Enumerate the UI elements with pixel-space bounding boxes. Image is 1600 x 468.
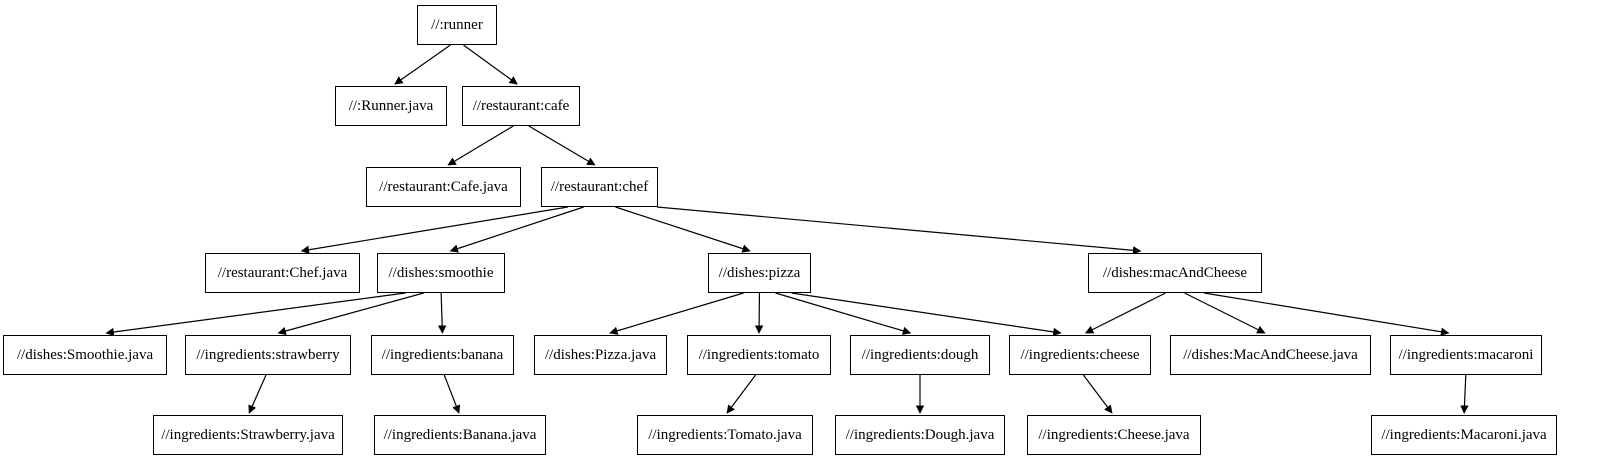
- graph-node-label: //restaurant:Cafe.java: [379, 178, 508, 195]
- graph-edge-chef-to-pizza: [615, 206, 751, 253]
- graph-node-label: //restaurant:chef: [550, 178, 649, 195]
- graph-node-label: //ingredients:Banana.java: [383, 426, 537, 443]
- graph-node-chef_java[interactable]: //restaurant:Chef.java: [205, 253, 360, 293]
- graph-node-label: //dishes:Pizza.java: [544, 346, 657, 363]
- graph-node-label: //dishes:Smoothie.java: [16, 346, 154, 363]
- graph-node-label: //dishes:MacAndCheese.java: [1183, 346, 1358, 363]
- graph-node-cheese[interactable]: //ingredients:cheese: [1009, 335, 1151, 375]
- graph-edge-cheese-to-cheese_java: [1082, 374, 1113, 414]
- graph-edge-chef-to-smoothie: [449, 206, 584, 253]
- graph-node-label: //:Runner.java: [348, 97, 434, 114]
- graph-edge-smoothie-to-smoothie_java: [105, 292, 406, 337]
- graph-node-runner[interactable]: //:runner: [417, 5, 497, 45]
- graph-edge-smoothie-to-strawberry: [277, 292, 424, 336]
- graph-edge-chef-to-chef_java: [300, 206, 568, 254]
- graph-node-dough_java[interactable]: //ingredients:Dough.java: [835, 415, 1005, 455]
- graph-edge-chef-to-macandcheese: [656, 206, 1142, 255]
- graph-edge-runner-to-runner_java: [394, 44, 451, 85]
- graph-node-label: //ingredients:Tomato.java: [648, 426, 802, 443]
- graph-node-macandcheese[interactable]: //dishes:macAndCheese: [1088, 253, 1262, 293]
- graph-edge-macaroni-to-macaroni_java: [1460, 374, 1469, 414]
- graph-node-banana_java[interactable]: //ingredients:Banana.java: [374, 415, 546, 455]
- graph-edge-cafe-to-chef: [528, 125, 596, 166]
- graph-node-cafe_java[interactable]: //restaurant:Cafe.java: [366, 167, 521, 207]
- graph-node-label: //dishes:smoothie: [388, 264, 494, 281]
- graph-node-label: //restaurant:cafe: [472, 97, 570, 114]
- graph-edge-banana-to-banana_java: [443, 374, 461, 414]
- graph-edge-cafe-to-cafe_java: [447, 125, 514, 166]
- graph-node-label: //dishes:macAndCheese: [1102, 264, 1248, 281]
- graph-node-dough[interactable]: //ingredients:dough: [850, 335, 990, 375]
- graph-node-strawberry_java[interactable]: //ingredients:Strawberry.java: [153, 415, 343, 455]
- graph-edge-tomato-to-tomato_java: [726, 374, 757, 414]
- edge-group: [105, 44, 1469, 414]
- graph-edge-pizza-to-cheese: [791, 292, 1062, 337]
- graph-node-cheese_java[interactable]: //ingredients:Cheese.java: [1027, 415, 1201, 455]
- graph-node-label: //ingredients:Strawberry.java: [161, 426, 335, 443]
- graph-node-cafe[interactable]: //restaurant:cafe: [462, 86, 580, 126]
- graph-node-runner_java[interactable]: //:Runner.java: [335, 86, 447, 126]
- graph-node-pizza[interactable]: //dishes:pizza: [708, 253, 811, 293]
- graph-node-macaroni[interactable]: //ingredients:macaroni: [1390, 335, 1542, 375]
- graph-node-macandcheese_java[interactable]: //dishes:MacAndCheese.java: [1170, 335, 1371, 375]
- graph-edge-pizza-to-pizza_java: [609, 292, 744, 335]
- graph-node-tomato_java[interactable]: //ingredients:Tomato.java: [637, 415, 813, 455]
- graph-edge-macandcheese-to-macaroni: [1204, 292, 1450, 336]
- graph-node-label: //ingredients:macaroni: [1398, 346, 1534, 363]
- graph-node-label: //ingredients:Cheese.java: [1038, 426, 1190, 443]
- graph-node-label: //dishes:pizza: [718, 264, 801, 281]
- graph-node-strawberry[interactable]: //ingredients:strawberry: [185, 335, 351, 375]
- graph-node-pizza_java[interactable]: //dishes:Pizza.java: [534, 335, 667, 375]
- graph-edge-runner-to-cafe: [463, 44, 518, 85]
- graph-node-label: //:runner: [431, 16, 483, 33]
- graph-node-macaroni_java[interactable]: //ingredients:Macaroni.java: [1371, 415, 1557, 455]
- graph-edge-smoothie-to-banana: [437, 292, 447, 334]
- graph-node-banana[interactable]: //ingredients:banana: [371, 335, 514, 375]
- graph-node-chef[interactable]: //restaurant:chef: [541, 167, 658, 207]
- graph-edge-macandcheese-to-macandcheese_java: [1184, 292, 1266, 334]
- graph-node-label: //ingredients:tomato: [698, 346, 820, 363]
- graph-node-label: //ingredients:Macaroni.java: [1381, 426, 1547, 443]
- graph-node-label: //restaurant:Chef.java: [217, 264, 348, 281]
- graph-edge-pizza-to-dough: [775, 292, 912, 335]
- graph-node-tomato[interactable]: //ingredients:tomato: [687, 335, 831, 375]
- graph-edge-strawberry-to-strawberry_java: [248, 374, 267, 414]
- graph-edge-macandcheese-to-cheese: [1084, 292, 1166, 334]
- graph-node-label: //ingredients:banana: [381, 346, 504, 363]
- graph-node-smoothie[interactable]: //dishes:smoothie: [377, 253, 505, 293]
- graph-node-label: //ingredients:Dough.java: [845, 426, 995, 443]
- graph-node-label: //ingredients:dough: [861, 346, 979, 363]
- graph-node-label: //ingredients:strawberry: [196, 346, 340, 363]
- graph-node-smoothie_java[interactable]: //dishes:Smoothie.java: [3, 335, 167, 375]
- graph-node-label: //ingredients:cheese: [1020, 346, 1140, 363]
